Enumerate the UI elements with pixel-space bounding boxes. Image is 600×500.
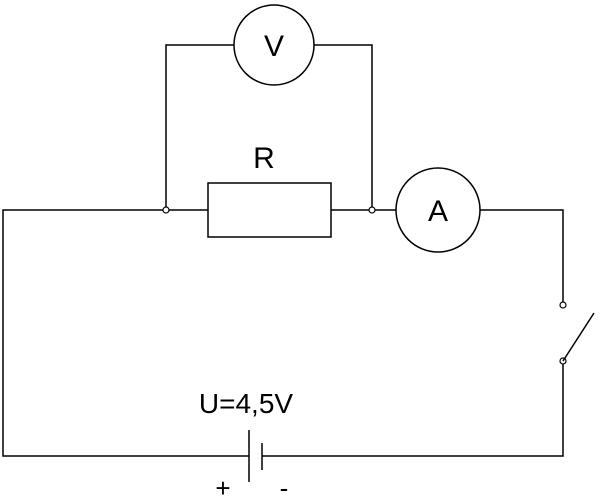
circuit-wires	[2, 44, 564, 457]
wire-right-top	[480, 209, 564, 305]
wire-voltmeter-right	[314, 44, 373, 210]
voltmeter-label: V	[264, 30, 284, 63]
junction-left	[162, 206, 170, 214]
switch	[559, 301, 595, 365]
battery: U=4,5V + -	[199, 388, 293, 500]
junction-right	[368, 206, 376, 214]
switch-contact-top	[559, 301, 567, 309]
ammeter-label: A	[428, 195, 448, 228]
voltmeter-circle	[233, 4, 315, 86]
battery-minus-label: -	[280, 473, 289, 500]
ammeter-circle	[395, 167, 481, 253]
resistor-body	[207, 182, 332, 238]
wire-left-loop	[2, 209, 249, 457]
resistor-label: R	[253, 142, 275, 175]
resistor: R	[207, 142, 332, 238]
wire-right-bottom	[262, 361, 564, 457]
voltmeter: V	[233, 4, 315, 86]
ammeter: A	[395, 167, 481, 253]
battery-plus-label: +	[215, 473, 230, 500]
switch-lever	[562, 312, 595, 362]
wire-voltmeter-left	[165, 44, 234, 210]
source-voltage-label: U=4,5V	[199, 388, 293, 419]
